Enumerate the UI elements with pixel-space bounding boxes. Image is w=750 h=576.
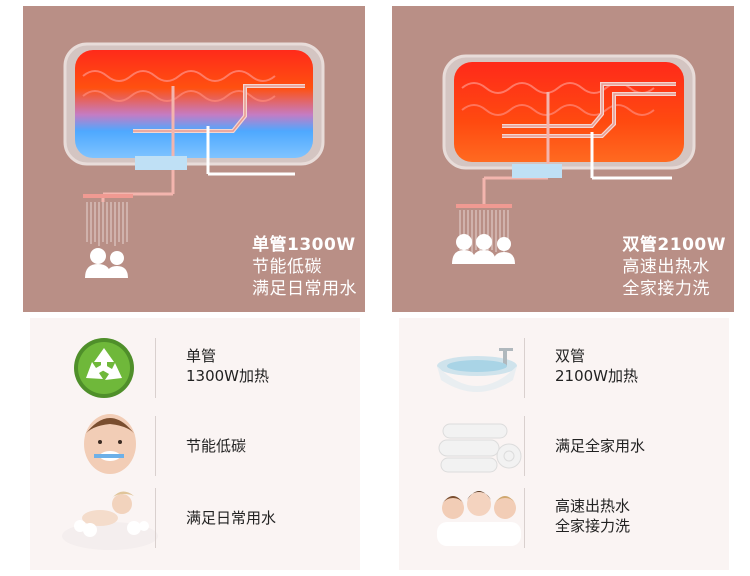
double-tube-features: 双管 2100W加热 满足全家用水 高速出热 bbox=[399, 318, 729, 570]
feature-line: 2100W加热 bbox=[555, 367, 639, 385]
water-heater-double-illustration bbox=[442, 54, 696, 264]
divider bbox=[155, 488, 156, 548]
double-tube-caption: 双管2100W 高速出热水 全家接力洗 bbox=[622, 234, 726, 300]
feature-line: 双管 bbox=[555, 347, 586, 365]
bathtub-photo bbox=[429, 332, 529, 404]
recycle-icon bbox=[74, 338, 134, 398]
feature-line: 单管 bbox=[186, 347, 217, 365]
caption-title: 双管2100W bbox=[622, 235, 726, 255]
single-tube-caption: 单管1300W 节能低碳 满足日常用水 bbox=[252, 234, 357, 300]
water-heater-single-illustration bbox=[63, 42, 325, 278]
single-tube-panel: 单管1300W 节能低碳 满足日常用水 bbox=[23, 6, 365, 312]
feature-line: 满足全家用水 bbox=[555, 437, 646, 455]
divider bbox=[524, 416, 525, 476]
caption-title: 单管1300W bbox=[252, 235, 356, 255]
feature-line: 1300W加热 bbox=[186, 367, 270, 385]
feature-line: 满足日常用水 bbox=[186, 509, 277, 527]
person-icon bbox=[452, 234, 515, 264]
divider bbox=[524, 338, 525, 398]
feature-line: 高速出热水 bbox=[555, 497, 631, 515]
bath-woman-photo bbox=[60, 482, 160, 554]
single-tube-features: 单管 1300W加热 节能低碳 满足日常用水 bbox=[30, 318, 360, 570]
feature-text: 满足全家用水 bbox=[555, 436, 645, 456]
feature-text: 满足日常用水 bbox=[186, 508, 276, 528]
caption-line: 节能低碳 bbox=[252, 257, 322, 277]
feature-row: 双管 2100W加热 bbox=[399, 330, 729, 408]
feature-row: 单管 1300W加热 bbox=[30, 330, 360, 408]
feature-row: 满足全家用水 bbox=[399, 408, 729, 486]
toothbrush-woman-photo bbox=[60, 410, 160, 482]
double-tube-panel: 双管2100W 高速出热水 全家接力洗 bbox=[392, 6, 734, 312]
towels-photo bbox=[429, 410, 529, 482]
feature-line: 节能低碳 bbox=[186, 437, 247, 455]
caption-line: 满足日常用水 bbox=[252, 279, 357, 299]
divider bbox=[155, 338, 156, 398]
feature-text: 双管 2100W加热 bbox=[555, 346, 638, 386]
divider bbox=[155, 416, 156, 476]
feature-text: 节能低碳 bbox=[186, 436, 246, 456]
person-icon bbox=[85, 248, 128, 278]
feature-text: 单管 1300W加热 bbox=[186, 346, 269, 386]
divider bbox=[524, 488, 525, 548]
feature-line: 全家接力洗 bbox=[555, 517, 631, 535]
three-women-photo bbox=[429, 482, 529, 554]
feature-row: 节能低碳 bbox=[30, 408, 360, 486]
caption-line: 高速出热水 bbox=[622, 257, 710, 277]
feature-text: 高速出热水 全家接力洗 bbox=[555, 496, 630, 536]
feature-row: 满足日常用水 bbox=[30, 480, 360, 558]
caption-line: 全家接力洗 bbox=[622, 279, 710, 299]
feature-row: 高速出热水 全家接力洗 bbox=[399, 480, 729, 558]
